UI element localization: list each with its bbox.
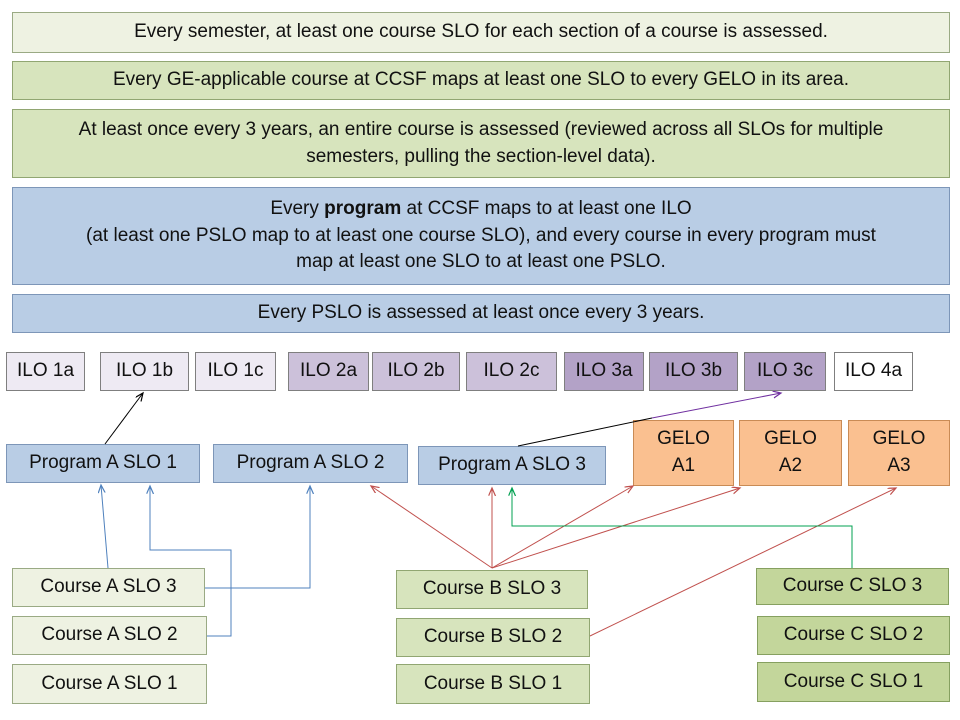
- gelo-label-line-1: GELO: [657, 428, 710, 450]
- link-cb3-gelo-a1: [491, 486, 633, 569]
- link-ca3-pslo2: [205, 486, 310, 589]
- ilo-label: ILO 3a: [575, 360, 633, 382]
- link-cb2-gelo-a3: [589, 488, 896, 637]
- statement-text-line-1: At least once every 3 years, an entire c…: [78, 118, 884, 140]
- course-slo-label: Course A SLO 1: [41, 672, 178, 694]
- ilo-label: ILO 1b: [115, 360, 174, 382]
- ilo-3c: ILO 3c: [744, 352, 826, 391]
- statement-text-line-2: (at least one PSLO map to at least one c…: [86, 224, 876, 246]
- gelo-a3: GELO A3: [848, 420, 950, 486]
- link-gelo-ilo3c: [651, 393, 781, 419]
- course-a-slo-2: Course A SLO 2: [12, 616, 207, 655]
- ilo-2a: ILO 2a: [288, 352, 369, 391]
- course-slo-label: Course A SLO 3: [40, 576, 177, 598]
- statement-ge-mapping: Every GE-applicable course at CCSF maps …: [12, 61, 950, 100]
- program-a-slo-2: Program A SLO 2: [213, 444, 408, 483]
- gelo-label-line-2: A3: [887, 455, 911, 476]
- ilo-4a: ILO 4a: [834, 352, 913, 391]
- ilo-label: ILO 2c: [483, 360, 540, 382]
- course-slo-label: Course C SLO 2: [783, 624, 924, 646]
- link-pslo3-gelo-top: [517, 417, 653, 447]
- ilo-label: ILO 3b: [664, 360, 723, 382]
- course-slo-label: Course B SLO 3: [422, 578, 562, 600]
- gelo-label-line-1: GELO: [764, 428, 817, 450]
- course-c-slo-1: Course C SLO 1: [757, 662, 950, 702]
- course-slo-label: Course C SLO 3: [782, 575, 923, 597]
- gelo-a2: GELO A2: [739, 420, 842, 486]
- ilo-label: ILO 1a: [16, 360, 75, 382]
- program-slo-label: Program A SLO 1: [29, 452, 177, 474]
- link-cb3-pslo2: [371, 486, 493, 569]
- link-ca3-pslo1: [101, 485, 109, 569]
- statement-text-suffix: at CCSF maps to at least one ILO: [401, 197, 692, 219]
- program-slo-label: Program A SLO 3: [438, 454, 586, 476]
- ilo-1c: ILO 1c: [195, 352, 276, 391]
- ilo-3b: ILO 3b: [649, 352, 738, 391]
- course-b-slo-2: Course B SLO 2: [396, 618, 590, 657]
- ilo-label: ILO 2b: [387, 360, 445, 382]
- gelo-label-line-2: A2: [778, 455, 803, 476]
- ilo-2c: ILO 2c: [466, 352, 557, 391]
- statement-text: Every PSLO is assessed at least once eve…: [257, 302, 705, 324]
- statement-semester-assessment: Every semester, at least one course SLO …: [12, 12, 950, 53]
- statement-text-line-1: Every program at CCSF maps to at least o…: [270, 196, 691, 223]
- statement-pslo-assessment: Every PSLO is assessed at least once eve…: [12, 294, 950, 333]
- ilo-label: ILO 4a: [844, 360, 903, 382]
- ilo-1b: ILO 1b: [100, 352, 189, 391]
- link-cc3-pslo3: [512, 488, 853, 568]
- program-a-slo-1: Program A SLO 1: [6, 444, 200, 483]
- course-slo-label: Course B SLO 2: [423, 626, 563, 648]
- course-c-slo-2: Course C SLO 2: [757, 616, 950, 655]
- course-slo-label: Course A SLO 2: [41, 624, 178, 646]
- course-b-slo-1: Course B SLO 1: [396, 664, 590, 704]
- gelo-label-line-2: A1: [671, 455, 696, 476]
- link-pslo1-ilo1b: [104, 393, 143, 445]
- statement-text-line-2: semesters, pulling the section-level dat…: [306, 145, 656, 167]
- ilo-2b: ILO 2b: [372, 352, 460, 391]
- course-b-slo-3: Course B SLO 3: [396, 570, 588, 609]
- program-a-slo-3: Program A SLO 3: [418, 446, 606, 485]
- course-a-slo-3: Course A SLO 3: [12, 568, 205, 607]
- ilo-label: ILO 2a: [299, 360, 358, 382]
- statement-course-assessment: At least once every 3 years, an entire c…: [12, 109, 950, 178]
- statement-text: Every semester, at least one course SLO …: [134, 21, 828, 43]
- course-slo-label: Course C SLO 1: [783, 670, 924, 692]
- statement-text-prefix: Every: [270, 197, 325, 219]
- ilo-label: ILO 3c: [757, 360, 813, 382]
- ilo-label: ILO 1c: [207, 360, 264, 382]
- statement-program-mapping: Every program at CCSF maps to at least o…: [12, 187, 950, 285]
- course-a-slo-1: Course A SLO 1: [12, 664, 207, 704]
- course-slo-label: Course B SLO 1: [423, 672, 563, 694]
- statement-text-line-3: map at least one SLO to at least one PSL…: [296, 251, 666, 273]
- ilo-3a: ILO 3a: [564, 352, 644, 391]
- ilo-1a: ILO 1a: [6, 352, 85, 391]
- program-slo-label: Program A SLO 2: [236, 452, 385, 474]
- statement-text-bold: program: [324, 197, 402, 219]
- gelo-label-line-1: GELO: [872, 428, 926, 450]
- link-cb3-gelo-a2: [491, 488, 740, 569]
- gelo-a1: GELO A1: [633, 420, 734, 486]
- course-c-slo-3: Course C SLO 3: [756, 568, 949, 605]
- link-ca2-pslo1: [150, 486, 232, 637]
- statement-text: Every GE-applicable course at CCSF maps …: [112, 69, 850, 91]
